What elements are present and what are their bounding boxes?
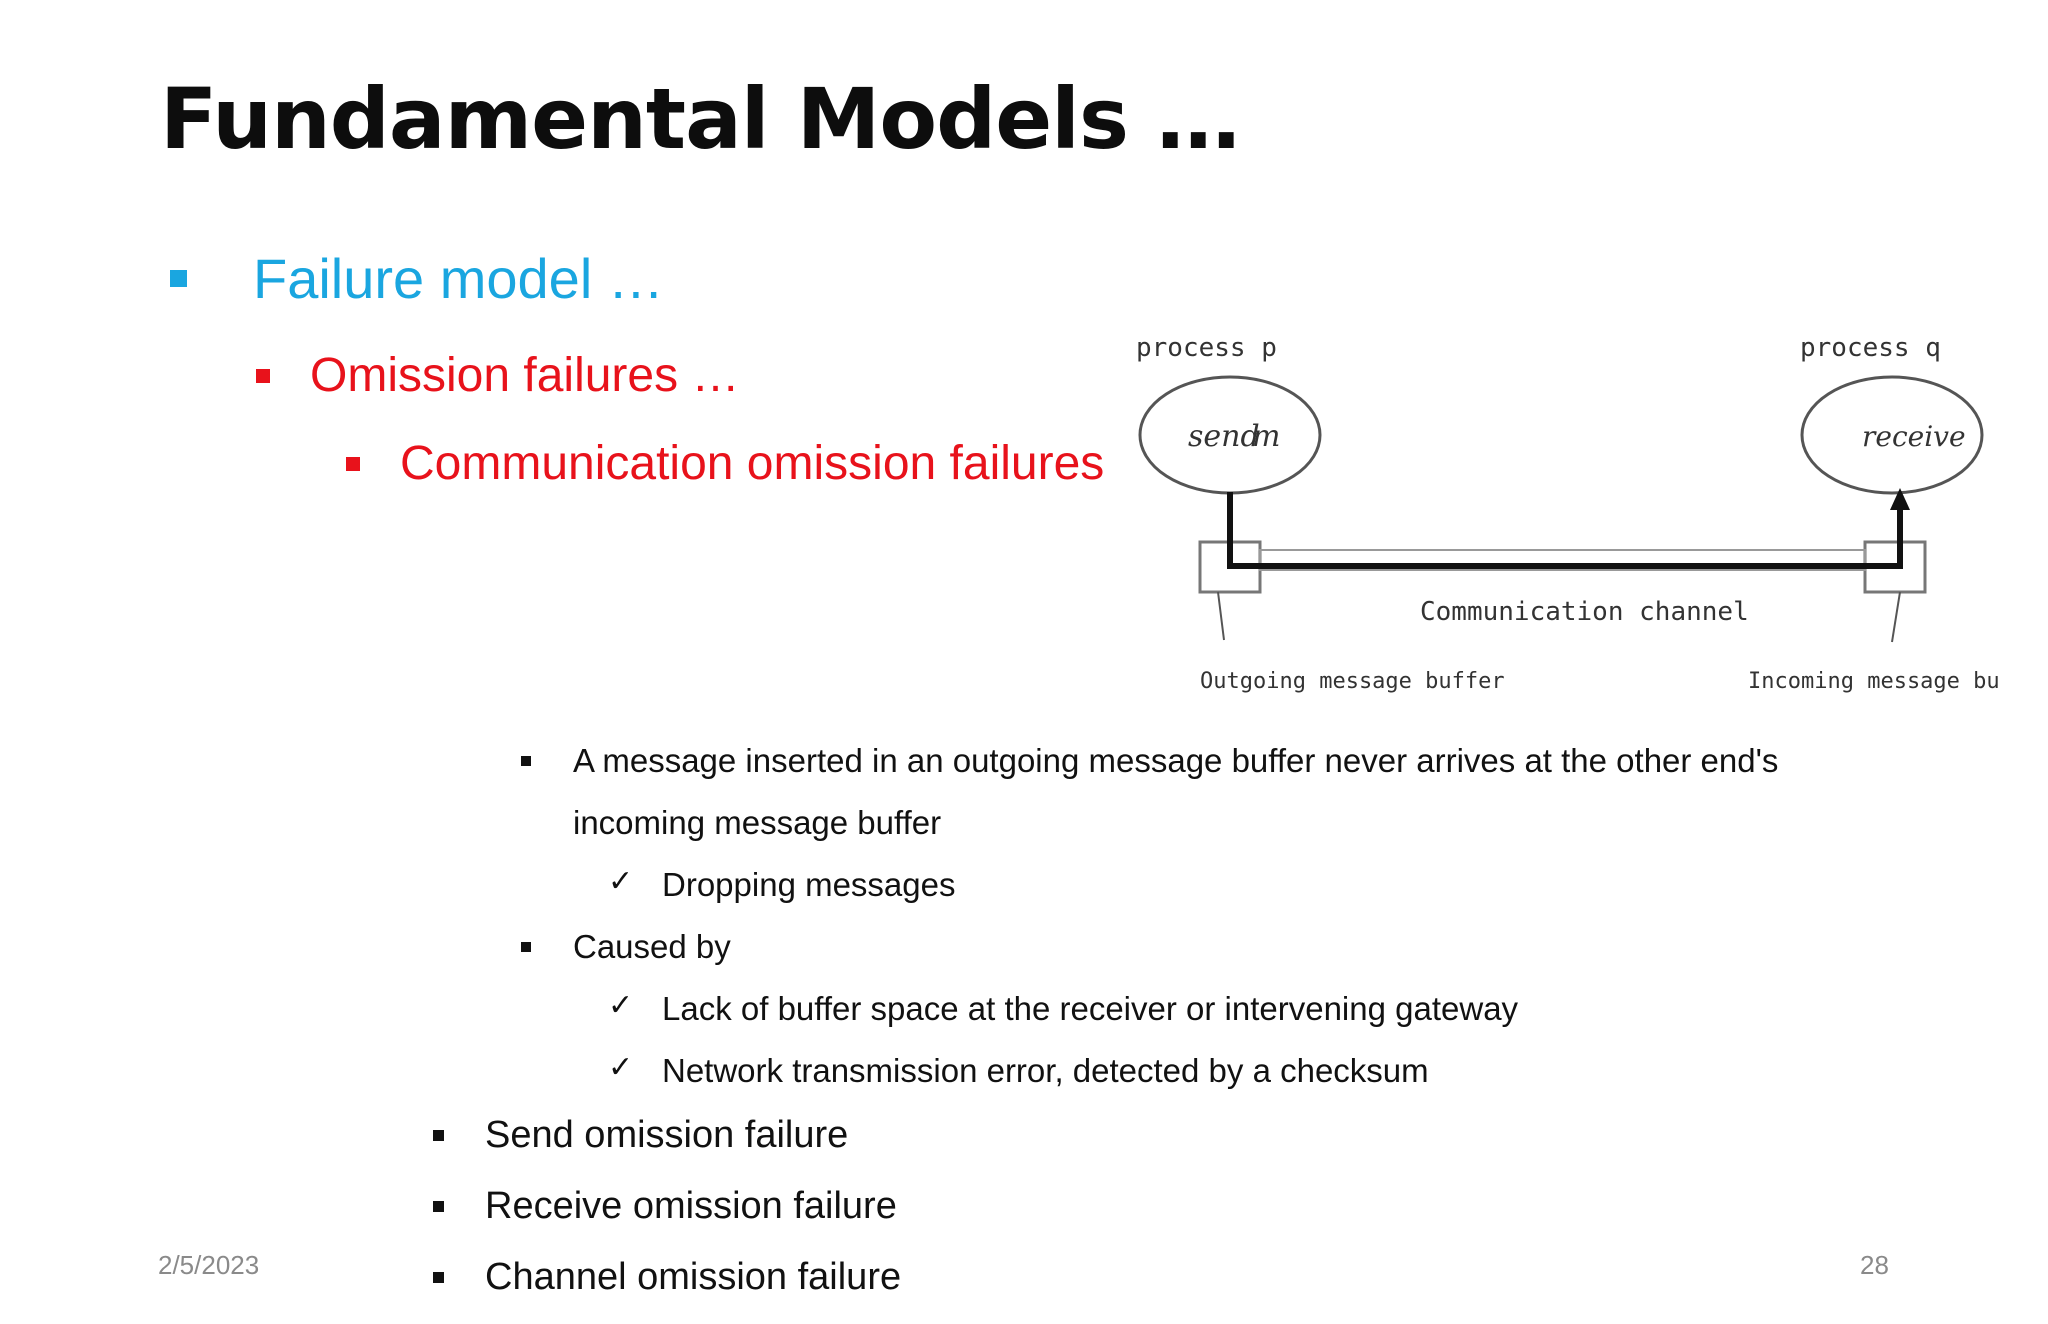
- bullet-text: Omission failures …: [310, 349, 740, 402]
- slide-title: Fundamental Models …: [160, 70, 1240, 168]
- checkmark-icon: ✓: [608, 988, 634, 1023]
- detail-text: incoming message buffer: [573, 804, 942, 841]
- detail-text: Network transmission error, detected by …: [662, 1052, 1429, 1089]
- arrow-up-icon: [1890, 488, 1910, 510]
- process-q-ellipse: [1800, 375, 1984, 495]
- checkmark-icon: ✓: [608, 864, 634, 899]
- square-bullet-icon: [256, 368, 270, 383]
- bullet-communication-omission: Communication omission failures: [346, 436, 1104, 491]
- square-bullet-icon: [521, 942, 531, 952]
- bullet-text: Communication omission failures: [400, 437, 1105, 490]
- failure-type-text: Send omission failure: [485, 1114, 849, 1156]
- detail-text: Lack of buffer space at the receiver or …: [662, 990, 1519, 1027]
- square-bullet-icon: [433, 1201, 444, 1212]
- bullet-text: Failure model …: [253, 247, 664, 310]
- square-bullet-icon: [433, 1130, 444, 1141]
- channel-label: Communication channel: [1420, 597, 1749, 627]
- failure-type-text: Channel omission failure: [485, 1256, 902, 1298]
- square-bullet-icon: [346, 456, 360, 471]
- send-text: send: [1188, 419, 1260, 454]
- message-path: [1227, 492, 1903, 569]
- detail-text: Caused by: [573, 928, 731, 965]
- square-bullet-icon: [170, 270, 187, 287]
- channel-pipe: [1259, 549, 1866, 571]
- outgoing-buffer-label: Outgoing message buffer: [1200, 669, 1505, 694]
- incoming-buffer-label: Incoming message buffer: [1748, 669, 1998, 694]
- square-bullet-icon: [433, 1272, 444, 1283]
- outgoing-pointer: [1217, 591, 1225, 641]
- receive-text: receive: [1862, 420, 1966, 453]
- send-message-text: m: [1252, 419, 1280, 454]
- failure-type-text: Receive omission failure: [485, 1185, 897, 1227]
- detail-text: Dropping messages: [662, 866, 956, 903]
- page-number: 28: [1860, 1250, 1889, 1280]
- detail-text: A message inserted in an outgoing messag…: [573, 742, 1779, 779]
- footer-date: 2/5/2023: [158, 1250, 260, 1280]
- square-bullet-icon: [521, 756, 531, 766]
- bullet-failure-model: Failure model …: [170, 246, 664, 311]
- incoming-pointer: [1891, 591, 1901, 643]
- communication-channel-diagram: process p process q send m receive Commu…: [1120, 322, 1998, 714]
- bullet-omission-failures: Omission failures …: [256, 348, 739, 403]
- process-p-label: process p: [1136, 333, 1277, 363]
- process-q-label: process q: [1800, 333, 1941, 363]
- checkmark-icon: ✓: [608, 1050, 634, 1085]
